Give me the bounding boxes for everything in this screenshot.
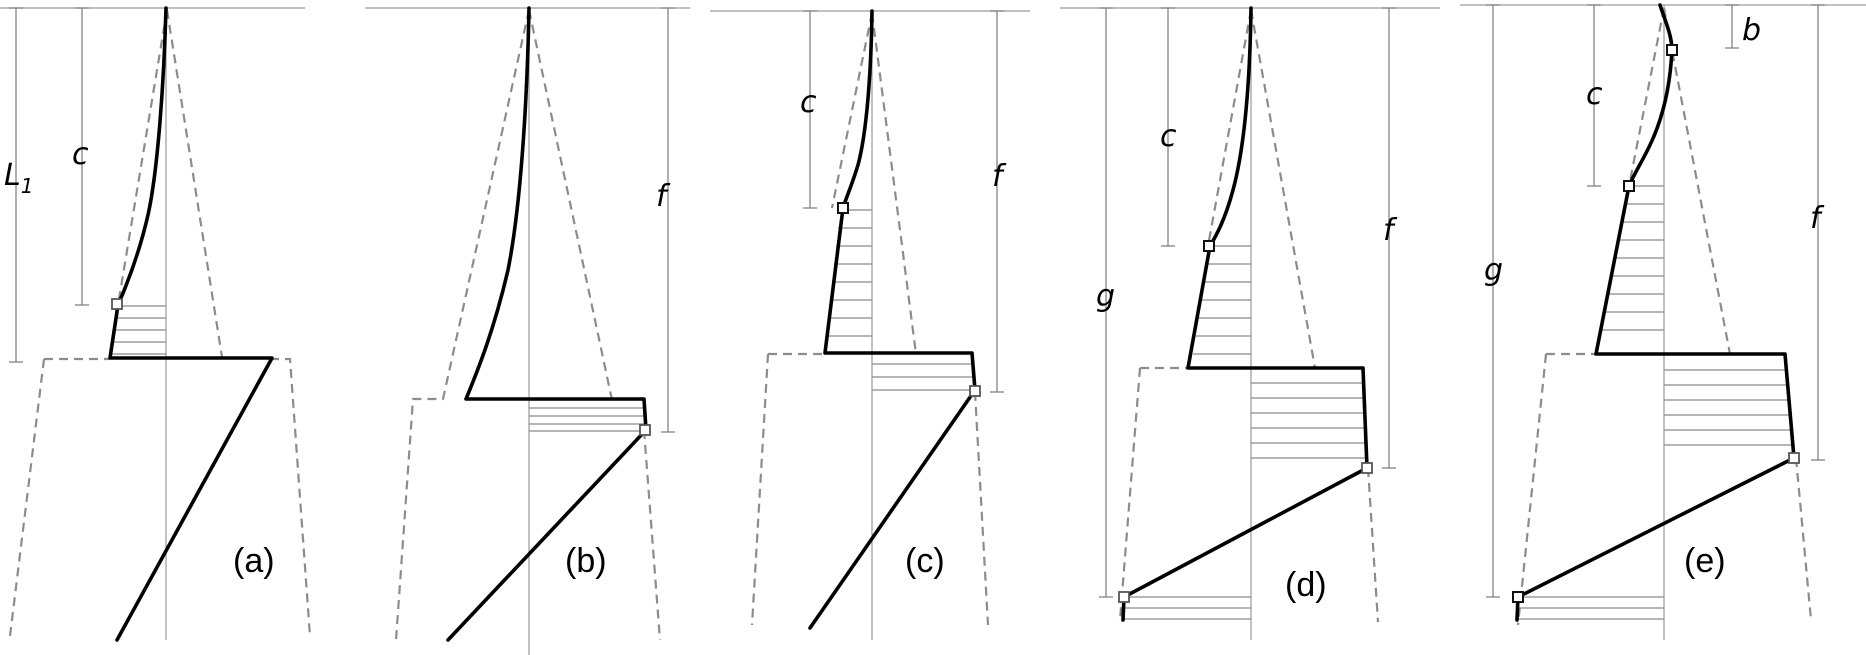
panel-a: L1 c (a) [0,6,312,642]
panel-b-moment-curve [446,6,648,642]
panel-c-f-label: f [992,159,1007,194]
panel-b-label: (b) [565,542,607,580]
panel-a-label: (a) [233,542,275,580]
panel-e-label: (e) [1684,542,1726,580]
panel-d-g-label: g [1096,279,1115,314]
panel-c-moment-curve [808,9,977,630]
panel-d-f-label: f [1383,213,1398,248]
panel-e-f-label: f [1810,201,1825,236]
panel-d-label: (d) [1285,566,1327,604]
panel-e: g c b f (e) [1460,3,1866,640]
panel-d-node-upper [1203,240,1215,252]
panel-e-c-label: c [1586,77,1603,112]
panel-e-node-middle [1788,452,1800,464]
panel-a-node [111,298,123,310]
panel-c-node-upper [837,202,849,214]
panel-d: g c f (d) [1060,6,1440,640]
panel-e-node-upper [1623,180,1635,192]
panel-e-g-label: g [1484,253,1503,288]
panel-d-node-lower [1118,591,1130,603]
panel-d-node-middle [1361,462,1373,474]
panel-a-L1-label: L1 [4,158,33,198]
panel-e-node-top [1666,44,1678,56]
panel-c-c-label: c [800,85,817,120]
panel-a-c-label: c [72,137,89,172]
panel-c-node-lower [969,385,981,397]
panel-d-moment-curve [1121,6,1369,622]
panel-e-node-lower [1512,591,1524,603]
panel-b-node [639,424,651,436]
panel-a-moment-curve [108,6,274,642]
panel-e-b-label: b [1742,13,1761,48]
panel-b-f-label: f [656,179,671,214]
panel-c-label: (c) [905,542,945,580]
panel-d-c-label: c [1160,119,1177,154]
panel-b: f (b) [365,6,690,655]
panel-c: c f (c) [710,9,1030,640]
